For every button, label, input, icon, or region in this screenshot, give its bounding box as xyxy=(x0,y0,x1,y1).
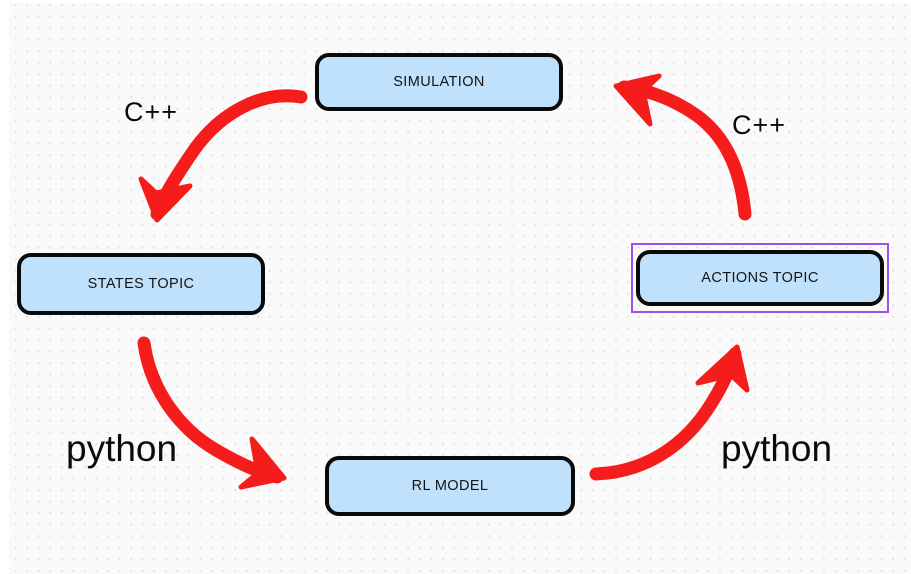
node-rl-model[interactable]: RL MODEL xyxy=(325,456,575,516)
edge-label-python-right[interactable]: python xyxy=(721,428,833,469)
canvas-top-gutter xyxy=(0,0,911,3)
edge-label-cpp-right[interactable]: C++ xyxy=(732,110,787,140)
node-actions-topic[interactable]: ACTIONS TOPIC xyxy=(636,250,884,306)
arrow-actions-to-simulation xyxy=(613,73,752,221)
canvas-left-gutter xyxy=(0,0,9,574)
edge-label-cpp-left[interactable]: C++ xyxy=(124,97,179,127)
node-simulation[interactable]: SIMULATION xyxy=(315,53,563,111)
node-states-topic[interactable]: STATES TOPIC xyxy=(17,253,265,315)
edge-label-python-left[interactable]: python xyxy=(66,428,178,469)
